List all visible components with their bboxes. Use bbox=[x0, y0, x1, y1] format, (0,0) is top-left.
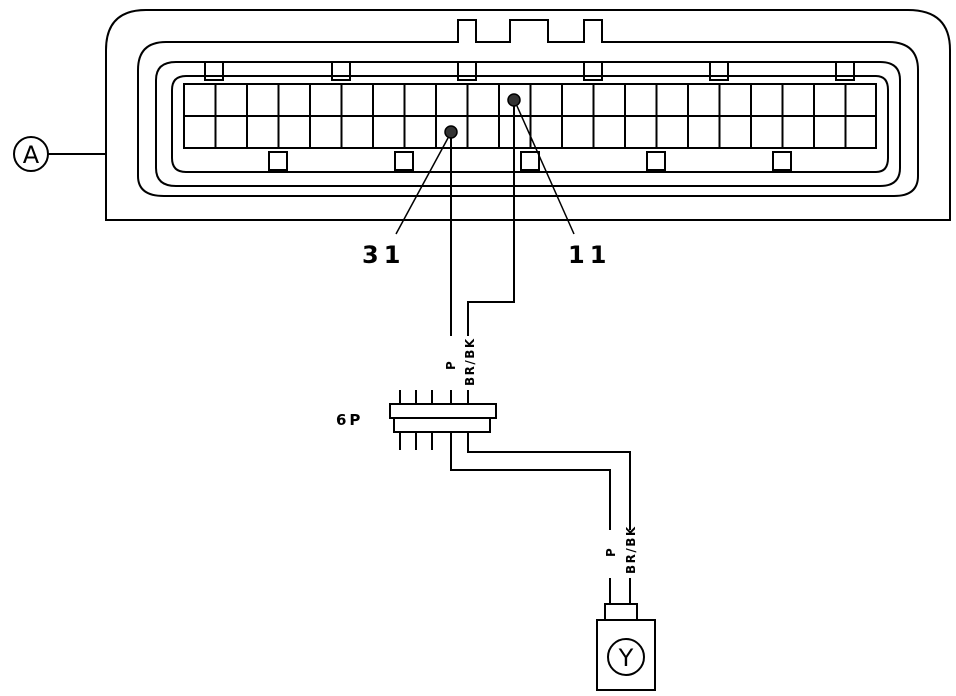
joint-connector-label: 6P bbox=[336, 411, 363, 429]
wire-label-brbk-upper: BR/BK bbox=[463, 337, 477, 386]
joint-connector-6p: 6P bbox=[336, 390, 497, 450]
wire-label-brbk-lower: BR/BK bbox=[624, 525, 638, 574]
wire-brbk-lower bbox=[467, 432, 631, 530]
wire-brbk-upper bbox=[467, 106, 515, 336]
sensor-y: Y bbox=[596, 603, 656, 691]
wire-label-p-lower: P bbox=[604, 547, 618, 557]
pin-31-leader bbox=[395, 137, 449, 235]
pin-11-label: 11 bbox=[568, 241, 611, 269]
wire-label-p-upper: P bbox=[444, 360, 458, 370]
connector-bottom-tabs bbox=[268, 151, 792, 171]
terminal-31-dot bbox=[444, 125, 458, 139]
pin-31-label: 31 bbox=[362, 241, 405, 269]
terminal-11-dot bbox=[507, 93, 521, 107]
ecm-connector bbox=[105, 9, 951, 221]
connector-top-tabs bbox=[204, 61, 855, 81]
connector-a-callout: A bbox=[13, 136, 106, 172]
pin-11-leader bbox=[516, 105, 575, 235]
wire-p-lower bbox=[450, 432, 611, 530]
connector-a-label: A bbox=[23, 141, 40, 169]
sensor-y-label: Y bbox=[618, 644, 634, 672]
terminal-grid bbox=[183, 83, 877, 149]
